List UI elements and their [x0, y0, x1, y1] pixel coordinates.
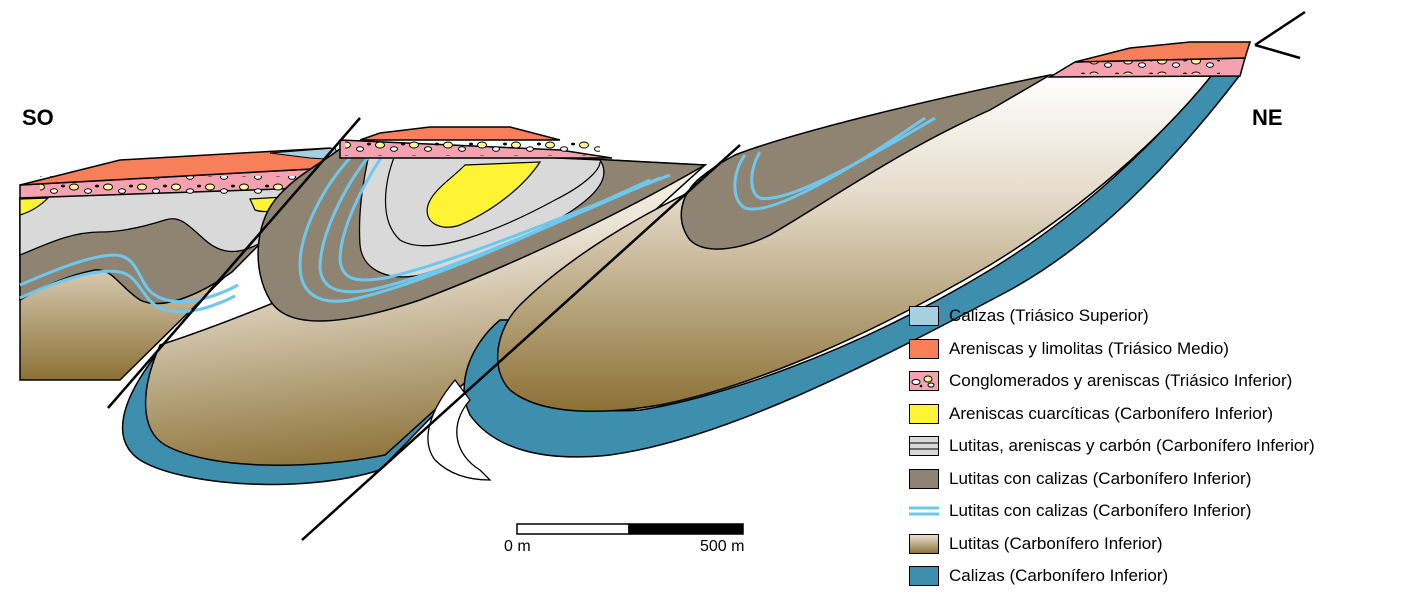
fault-line-4 [1255, 45, 1300, 58]
legend-label: Areniscas y limolitas (Triásico Medio) [949, 339, 1229, 359]
legend-label: Lutitas (Carbonífero Inferior) [949, 534, 1163, 554]
ne-sandstone-layer [1075, 42, 1250, 62]
shale-swatch-icon [909, 534, 939, 554]
legend-label: Lutitas, areniscas y carbón (Carbonífero… [949, 436, 1315, 456]
legend: Calizas (Triásico Superior) Areniscas y … [909, 300, 1419, 593]
scale-bar-white [517, 524, 629, 534]
legend-item-limestone-band: Lutitas con calizas (Carbonífero Inferio… [909, 495, 1419, 528]
limestone-band-swatch-icon [909, 501, 939, 521]
mid-sandstone-layer [360, 127, 560, 140]
limestone-triassic-swatch-icon [909, 306, 939, 326]
orientation-label-northeast: NE [1252, 105, 1283, 131]
limestone-carboniferous-swatch-icon [909, 566, 939, 586]
scale-bar [517, 524, 743, 534]
scale-bar-black [629, 524, 743, 534]
mid-conglomerate-clasts [345, 141, 600, 156]
legend-label: Conglomerados y areniscas (Triásico Infe… [949, 371, 1292, 391]
legend-label: Lutitas con calizas (Carbonífero Inferio… [949, 501, 1251, 521]
legend-label: Lutitas con calizas (Carbonífero Inferio… [949, 469, 1251, 489]
scale-bar-start-label: 0 m [504, 538, 531, 556]
legend-item-sandstone-triassic: Areniscas y limolitas (Triásico Medio) [909, 333, 1419, 366]
legend-item-shale-coal: Lutitas, areniscas y carbón (Carbonífero… [909, 430, 1419, 463]
legend-item-shale: Lutitas (Carbonífero Inferior) [909, 528, 1419, 561]
legend-label: Calizas (Carbonífero Inferior) [949, 566, 1168, 586]
legend-item-quartzite: Areniscas cuarcíticas (Carbonífero Infer… [909, 398, 1419, 431]
orientation-label-southwest: SO [22, 105, 54, 131]
quartzite-swatch-icon [909, 404, 939, 424]
shale-coal-swatch-icon [909, 436, 939, 456]
legend-item-limestone-carboniferous: Calizas (Carbonífero Inferior) [909, 560, 1419, 593]
legend-item-shale-limestone: Lutitas con calizas (Carbonífero Inferio… [909, 463, 1419, 496]
legend-label: Calizas (Triásico Superior) [949, 306, 1149, 326]
legend-label: Areniscas cuarcíticas (Carbonífero Infer… [949, 404, 1273, 424]
conglomerate-swatch-icon [909, 371, 939, 391]
shale-limestone-swatch-icon [909, 469, 939, 489]
scale-bar-end-label: 500 m [700, 538, 744, 556]
fault-line-3 [1255, 12, 1305, 45]
legend-item-conglomerate: Conglomerados y areniscas (Triásico Infe… [909, 365, 1419, 398]
legend-item-limestone-triassic: Calizas (Triásico Superior) [909, 300, 1419, 333]
sandstone-triassic-swatch-icon [909, 339, 939, 359]
